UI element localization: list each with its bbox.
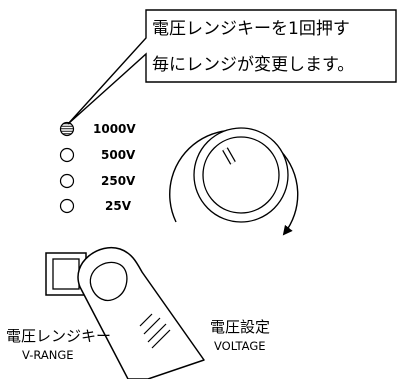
range-label-1000v: 1000V [93,122,136,136]
range-label-25v: 25V [105,199,132,213]
led-25v-icon [59,198,75,214]
range-label-250v: 250V [101,174,136,188]
led-1000v-icon [59,121,75,137]
range-label-500v: 500V [101,148,136,162]
range-indicator-500v: 500V [59,147,136,163]
range-indicator-25v: 25V [59,198,132,214]
voltage-knob-label-jp: 電圧設定 [210,318,270,336]
range-indicators: 1000V 500V 250V 25V [59,121,136,214]
callout-line-2: 毎にレンジが変更します。 [152,55,354,75]
callout-bubble: 電圧レンジキーを1回押す 毎にレンジが変更します。 [67,9,397,125]
range-key-inner [52,258,80,290]
voltage-knob-caption: 電圧設定 VOLTAGE [210,318,270,353]
led-500v-icon [59,147,75,163]
voltage-knob-label-en: VOLTAGE [214,339,266,353]
knob-inner-ring [202,136,280,214]
led-250v-icon [59,173,75,189]
range-key-label-jp: 電圧レンジキー [6,327,111,345]
range-key-label-en: V-RANGE [22,348,74,362]
voltage-knob[interactable] [169,127,299,236]
finger-icon [77,246,205,380]
range-indicator-1000v: 1000V [59,121,136,137]
range-indicator-250v: 250V [59,173,136,189]
callout-line-1: 電圧レンジキーを1回押す [152,19,350,39]
range-key-caption: 電圧レンジキー V-RANGE [6,327,111,362]
